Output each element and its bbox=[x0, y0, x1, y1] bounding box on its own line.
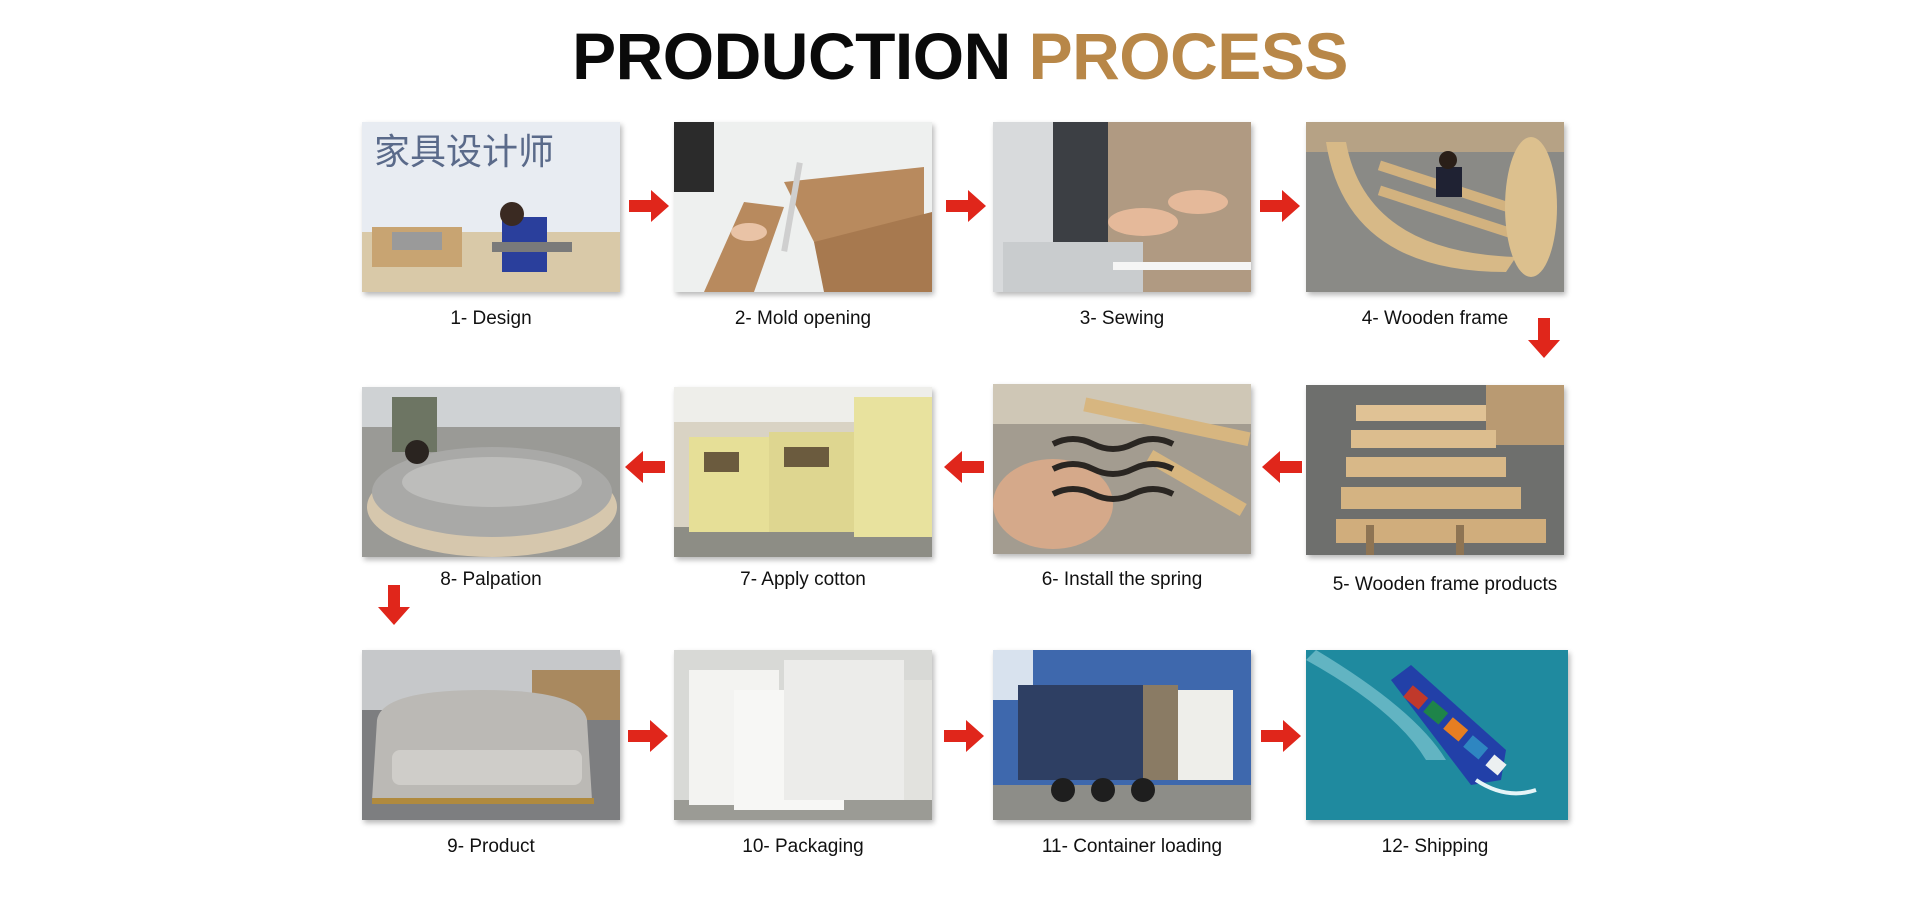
mold-opening-photo bbox=[674, 122, 932, 292]
sewing-photo bbox=[993, 122, 1251, 292]
step-label: 6- Install the spring bbox=[1041, 569, 1203, 590]
step-label: 12- Shipping bbox=[1381, 836, 1489, 857]
design-banner-text: 家具设计师 bbox=[374, 132, 554, 173]
step-label: 8- Palpation bbox=[440, 569, 542, 590]
packaging-photo bbox=[674, 650, 932, 820]
apply-cotton-photo bbox=[674, 387, 932, 557]
product-photo bbox=[362, 650, 620, 820]
arrow-right-icon bbox=[628, 720, 668, 752]
wooden-frame-photo bbox=[1306, 122, 1564, 292]
step-label: 7- Apply cotton bbox=[740, 569, 866, 590]
palpation-photo bbox=[362, 387, 620, 557]
arrow-right-icon bbox=[946, 190, 986, 222]
container-loading-photo bbox=[993, 650, 1251, 820]
arrow-down-icon bbox=[378, 585, 410, 625]
design-photo: 家具设计师 bbox=[362, 122, 620, 292]
arrow-right-icon bbox=[629, 190, 669, 222]
shipping-photo bbox=[1306, 650, 1568, 820]
arrow-left-icon bbox=[944, 451, 984, 483]
step-label: 3- Sewing bbox=[1079, 308, 1165, 329]
step-label: 10- Packaging bbox=[742, 836, 864, 857]
install-spring-photo bbox=[993, 384, 1251, 554]
step-label: 11- Container loading bbox=[1041, 836, 1223, 857]
arrow-left-icon bbox=[625, 451, 665, 483]
wooden-frame-products-photo bbox=[1306, 385, 1564, 555]
arrow-left-icon bbox=[1262, 451, 1302, 483]
arrow-right-icon bbox=[1260, 190, 1300, 222]
arrow-right-icon bbox=[944, 720, 984, 752]
arrow-down-icon bbox=[1528, 318, 1560, 358]
title-word-production: PRODUCTION bbox=[572, 19, 1011, 93]
step-label: 2- Mold opening bbox=[734, 308, 872, 329]
arrow-right-icon bbox=[1261, 720, 1301, 752]
page-title: PRODUCTION PROCESS bbox=[0, 18, 1920, 94]
step-label: 4- Wooden frame bbox=[1361, 308, 1509, 329]
step-label: 1- Design bbox=[450, 308, 532, 329]
step-label: 9- Product bbox=[447, 836, 535, 857]
title-word-process: PROCESS bbox=[1028, 19, 1349, 93]
step-label: 5- Wooden frame products bbox=[1332, 574, 1558, 595]
